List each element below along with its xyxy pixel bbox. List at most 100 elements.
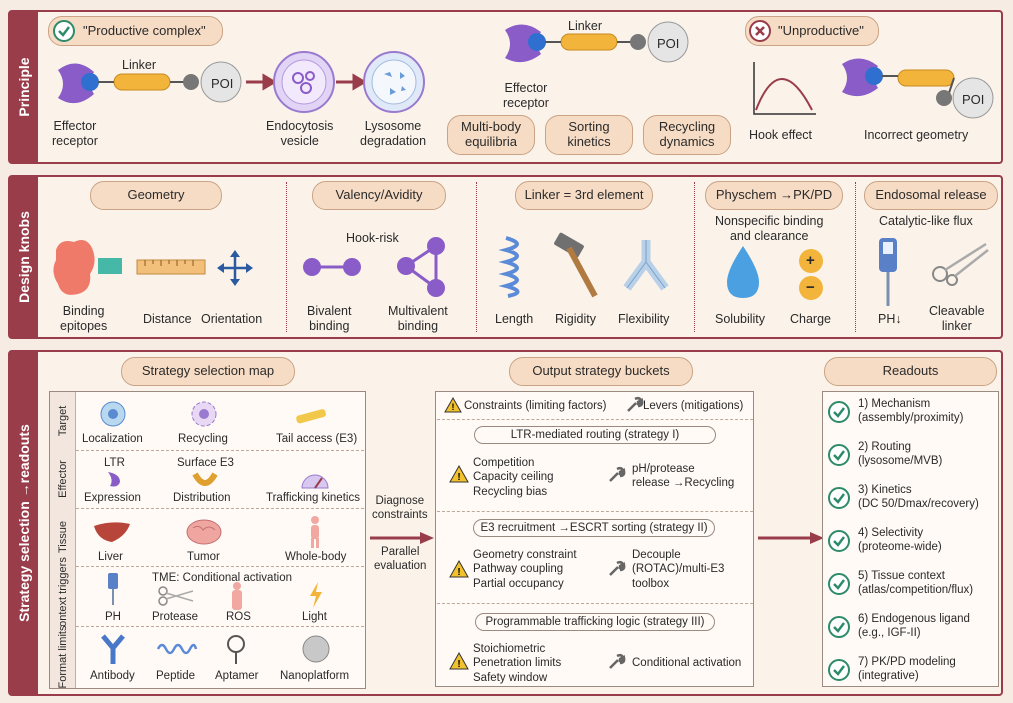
spring-icon bbox=[498, 236, 520, 298]
tme-label: TME: Conditional activation bbox=[152, 572, 292, 584]
design-sidebar: Design knobs bbox=[10, 177, 38, 337]
cleavable-label: Cleavable linker bbox=[929, 304, 985, 333]
linker-label: Linker bbox=[122, 58, 157, 72]
distribution-icon bbox=[192, 472, 218, 486]
hook-effect-label: Hook effect bbox=[749, 128, 813, 142]
bucket-title: Programmable trafficking logic (strategy… bbox=[475, 613, 715, 631]
row-divider bbox=[76, 626, 364, 627]
bucket-levers: Conditional activation bbox=[632, 657, 742, 669]
peptide-icon bbox=[156, 643, 198, 655]
svg-text:!: ! bbox=[457, 472, 460, 483]
vesicle-icon bbox=[273, 51, 335, 113]
check-icon bbox=[828, 487, 850, 509]
multivalent-label: Multivalent binding bbox=[388, 304, 448, 333]
check-icon bbox=[828, 444, 850, 466]
linker-header: Linker = 3rd element bbox=[515, 181, 653, 210]
surface-e3-label: Surface E3 bbox=[177, 457, 234, 469]
unproductive-label: "Unproductive" bbox=[778, 22, 864, 38]
bivalent-label: Bivalent binding bbox=[307, 304, 352, 333]
valency-header: Valency/Avidity bbox=[312, 181, 446, 210]
binding-epitopes-icon bbox=[53, 240, 122, 295]
readouts-title: Readouts bbox=[824, 357, 997, 386]
principle-sidebar: Principle bbox=[10, 12, 38, 162]
nonspecific-label: Nonspecific binding and clearance bbox=[715, 214, 824, 243]
row-divider bbox=[76, 450, 364, 451]
ruler-icon bbox=[136, 259, 206, 275]
buckets-title: Output strategy buckets bbox=[509, 357, 693, 386]
arrow-icon bbox=[336, 73, 367, 91]
warning-icon: ! bbox=[449, 559, 469, 578]
readout-item: 7) PK/PD modeling(integrative) bbox=[858, 656, 956, 682]
unproductive-pill: "Unproductive" bbox=[745, 16, 879, 46]
ph-small-icon bbox=[108, 573, 118, 605]
constraints-legend: Constraints (limiting factors) bbox=[464, 400, 607, 412]
light-label: Light bbox=[302, 611, 327, 623]
aptamer-icon bbox=[227, 635, 245, 664]
warning-icon: ! bbox=[444, 396, 462, 413]
mid-effector-label: Effector receptor bbox=[503, 81, 549, 110]
localization-label: Localization bbox=[82, 433, 143, 445]
divider bbox=[286, 182, 287, 332]
incorrect-geometry-label: Incorrect geometry bbox=[864, 128, 969, 142]
divider bbox=[855, 182, 856, 332]
lysosome-icon bbox=[363, 51, 425, 113]
flexibility-label: Flexibility bbox=[618, 312, 670, 326]
tumor-label: Tumor bbox=[187, 551, 220, 563]
row-label: Tissue bbox=[50, 508, 76, 566]
warning-icon: ! bbox=[449, 464, 469, 483]
diagnose-label: Diagnose constraints bbox=[372, 495, 428, 521]
row-label: Context triggers bbox=[50, 557, 76, 635]
brain-icon bbox=[186, 519, 222, 545]
effector-label: Effector receptor bbox=[52, 119, 98, 148]
bucket-constraints: Geometry constraint Pathway coupling Par… bbox=[473, 549, 577, 590]
divider bbox=[476, 182, 477, 332]
mid-poi-label: POI bbox=[657, 36, 680, 51]
flow-arrow-icon bbox=[370, 532, 434, 544]
ph-label: PH↓ bbox=[878, 312, 902, 326]
light-icon bbox=[310, 582, 322, 608]
complex-icon bbox=[505, 21, 689, 63]
bucket-constraints: Stoichiometric Penetration limits Safety… bbox=[473, 643, 562, 684]
protease-scissors-icon bbox=[158, 586, 194, 606]
liver-label: Liver bbox=[98, 551, 123, 563]
bucket-levers: Decouple (ROTAC)/multi-E3 toolbox bbox=[632, 549, 725, 590]
svg-text:!: ! bbox=[457, 659, 460, 670]
antibody-icon bbox=[101, 634, 125, 664]
expression-label: Expression bbox=[84, 492, 141, 504]
check-icon bbox=[828, 616, 850, 638]
ros-label: ROS bbox=[226, 611, 251, 623]
multivalent-icon bbox=[397, 237, 445, 297]
svg-text:!: ! bbox=[457, 567, 460, 578]
lysosome-label: Lysosome degradation bbox=[360, 119, 427, 148]
strategy-sidebar: Strategy selection →readouts bbox=[10, 352, 38, 694]
bucket-divider bbox=[437, 419, 753, 420]
binding-epitopes-label: Binding epitopes bbox=[60, 304, 108, 333]
incorrect-geometry-icon bbox=[842, 58, 994, 119]
nanoplatform-label: Nanoplatform bbox=[280, 670, 350, 682]
divider bbox=[694, 182, 695, 332]
rigidity-label: Rigidity bbox=[555, 312, 596, 326]
liver-icon bbox=[94, 522, 130, 542]
poi-label: POI bbox=[211, 76, 234, 91]
droplet-icon bbox=[727, 246, 759, 298]
row-label: Format limits bbox=[50, 626, 76, 688]
readout-item: 1) Mechanism(assembly/proximity) bbox=[858, 398, 964, 424]
right-poi-label: POI bbox=[962, 92, 985, 107]
readout-item: 4) Selectivity(proteome-wide) bbox=[858, 527, 942, 553]
distribution-label: Distribution bbox=[173, 492, 231, 504]
aptamer-label: Aptamer bbox=[215, 670, 259, 682]
wrench-icon bbox=[609, 466, 626, 482]
flexible-linker-icon bbox=[623, 240, 669, 291]
endosomal-header: Endosomal release bbox=[864, 181, 998, 210]
protease-label: Protease bbox=[152, 611, 199, 623]
physchem-header: Physchem →PK/PD bbox=[705, 181, 843, 210]
row-divider bbox=[76, 566, 364, 567]
bucket-constraints: Competition Capacity ceiling Recycling b… bbox=[473, 457, 554, 498]
hammer-icon bbox=[554, 232, 598, 298]
bucket-title: E3 recruitment →ESCRT sorting (strategy … bbox=[473, 519, 715, 537]
flow-arrow-icon bbox=[758, 532, 824, 544]
hook-risk-label: Hook-risk bbox=[346, 231, 399, 245]
charge-icon bbox=[799, 249, 823, 300]
antibody-label: Antibody bbox=[90, 670, 135, 682]
